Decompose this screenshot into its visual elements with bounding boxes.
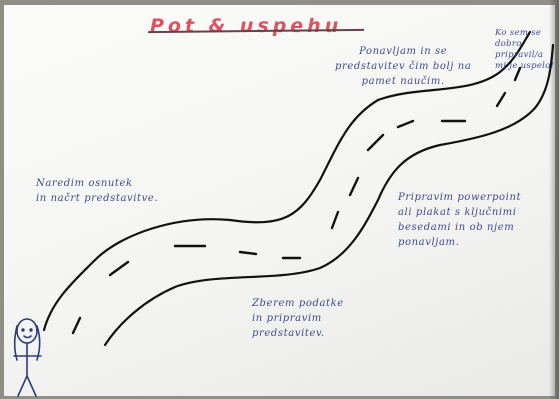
- note-collect: Zberem podatke in pripravim predstavitev…: [252, 298, 344, 339]
- road-center-dashes: [71, 66, 522, 335]
- note-outline: Naredim osnutek in načrt predstavitve.: [36, 178, 159, 204]
- road-right-edge: [103, 43, 555, 347]
- stick-figure: [13, 318, 42, 397]
- road-left-edge: [42, 30, 532, 332]
- table-shadow: [549, 0, 559, 399]
- paper-sheet: [4, 5, 555, 396]
- note-rehearse: Ponavljam in se predstavitev čim bolj na…: [335, 46, 472, 87]
- note-powerpoint: Pripravim powerpoint ali plakat s ključn…: [398, 192, 522, 248]
- note-end-goal: Ko sem se dobro pripravil/a mi je uspelo…: [495, 28, 555, 71]
